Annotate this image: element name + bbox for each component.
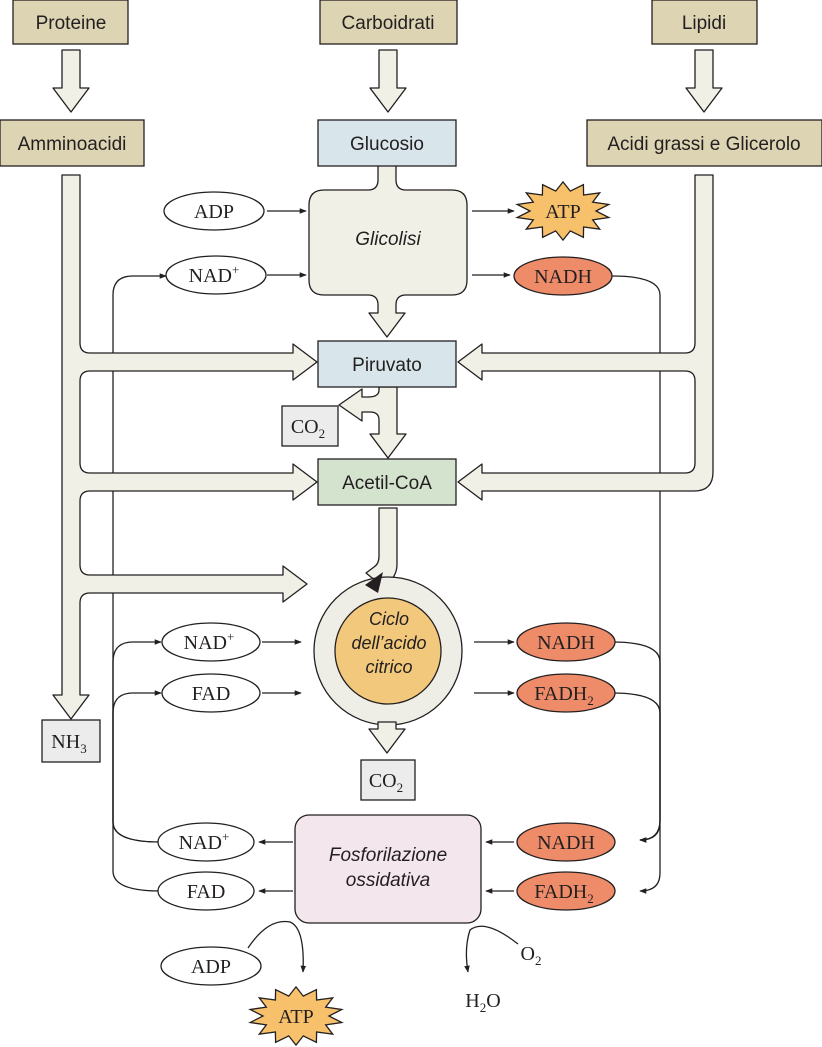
arrow-proteins-to-amino-acids xyxy=(52,49,90,113)
arrow-lipids-to-fatty-acids xyxy=(685,49,723,113)
fadh2-label-oxphos: FADH2 xyxy=(534,881,593,906)
glucose-box xyxy=(317,119,457,167)
atp-burst-oxphos xyxy=(248,985,344,1047)
proteins-label: Proteine xyxy=(36,13,107,34)
co2-label-pyruvate: CO2 xyxy=(291,416,325,441)
fad-label-cycle: FAD xyxy=(192,683,231,705)
fad-label-oxphos: FAD xyxy=(187,881,226,903)
loop-nadh-cycle xyxy=(611,641,661,843)
nadh-ellipse-cycle xyxy=(516,622,616,662)
nadh-ellipse-oxphos xyxy=(516,822,616,862)
cofactor-arrows xyxy=(247,208,519,973)
atp-burst-glycolysis xyxy=(515,180,611,242)
co2-label-cycle: CO2 xyxy=(369,770,403,795)
cofactor-ellipses xyxy=(157,191,616,986)
nad-ellipse-oxphos xyxy=(157,822,255,862)
glucose-label: Glucosio xyxy=(350,134,424,155)
arrow-glucose-glycolysis-pyruvate xyxy=(308,164,468,338)
citric-cycle-label-3: citrico xyxy=(365,657,412,677)
carbohydrates-label: Carboidrati xyxy=(342,13,435,34)
pyruvate-label: Piruvato xyxy=(352,355,422,376)
citric-cycle-label-1: Ciclo xyxy=(369,609,409,629)
nad-label-cycle: NAD+ xyxy=(184,629,235,654)
o2-label: O2 xyxy=(521,943,542,968)
nadh-label-cycle: NADH xyxy=(537,632,595,654)
adp-label-oxphos: ADP xyxy=(191,956,231,978)
nh3-label: NH3 xyxy=(51,731,86,756)
oxphos-label-2: ossidativa xyxy=(346,870,431,891)
nadh-ellipse-glycolysis xyxy=(513,256,613,296)
arrow-o2-to-h2o xyxy=(464,925,519,973)
cofactor-loops xyxy=(112,273,661,894)
loop-fad-return-cycle xyxy=(112,690,162,892)
arrow-carbs-to-glucose xyxy=(369,49,407,113)
carbohydrates-box xyxy=(319,0,458,45)
atp-label-glycolysis: ATP xyxy=(545,201,581,223)
co2-box-pyruvate xyxy=(281,405,339,447)
amino-acids-box xyxy=(0,119,145,167)
amino-acids-label: Amminoacidi xyxy=(18,134,127,155)
fadh2-ellipse-oxphos xyxy=(516,871,616,911)
fatty-acids-box xyxy=(586,119,822,167)
arrow-cycle-to-co2 xyxy=(368,721,406,754)
atp-label-oxphos: ATP xyxy=(278,1006,314,1028)
nad-label-glycolysis: NAD+ xyxy=(189,262,240,287)
acetyl-coa-label: Acetil-CoA xyxy=(342,473,432,494)
arrow-adp-to-atp-oxphos xyxy=(247,920,307,973)
co2-box-cycle xyxy=(360,759,416,801)
acetyl-coa-box xyxy=(317,458,457,506)
pyruvate-box xyxy=(317,340,457,388)
adp-label-glycolysis: ADP xyxy=(194,201,234,223)
lipids-box xyxy=(651,0,758,45)
adp-ellipse-glycolysis xyxy=(163,191,265,231)
h2o-label: H2O xyxy=(465,990,500,1015)
nad-label-oxphos: NAD+ xyxy=(179,829,230,854)
arrow-pyruvate-to-acetyl-coa xyxy=(338,386,407,459)
fadh2-ellipse-cycle xyxy=(516,673,616,713)
fad-ellipse-cycle xyxy=(161,673,261,713)
arrow-amino-acid-trunk xyxy=(52,174,318,720)
citric-cycle-label-2: dell’acido xyxy=(351,633,426,653)
fatty-acids-label: Acidi grassi e Glicerolo xyxy=(607,134,800,155)
arrow-fatty-acid-trunk xyxy=(457,174,714,501)
nadh-label-glycolysis: NADH xyxy=(534,266,592,288)
proteins-box xyxy=(12,0,129,45)
nadh-label-oxphos: NADH xyxy=(537,832,595,854)
nh3-box xyxy=(41,719,101,763)
fadh2-label-cycle: FADH2 xyxy=(534,683,593,708)
fad-ellipse-oxphos xyxy=(157,871,255,911)
lipids-label: Lipidi xyxy=(682,13,726,34)
oxphos-label-1: Fosforilazione xyxy=(329,845,447,866)
oxidative-phosphorylation-box xyxy=(294,814,482,924)
citric-cycle-core xyxy=(334,597,442,705)
adp-ellipse-oxphos xyxy=(160,946,262,986)
loop-fadh2-cycle xyxy=(611,692,661,894)
source-boxes xyxy=(0,0,822,167)
loop-nad-return-cycle xyxy=(112,639,162,843)
nad-ellipse-glycolysis xyxy=(165,255,267,295)
citric-cycle-direction-arrowhead xyxy=(365,572,383,593)
nad-ellipse-cycle xyxy=(161,622,261,662)
glycolysis-label: Glicolisi xyxy=(355,229,421,250)
